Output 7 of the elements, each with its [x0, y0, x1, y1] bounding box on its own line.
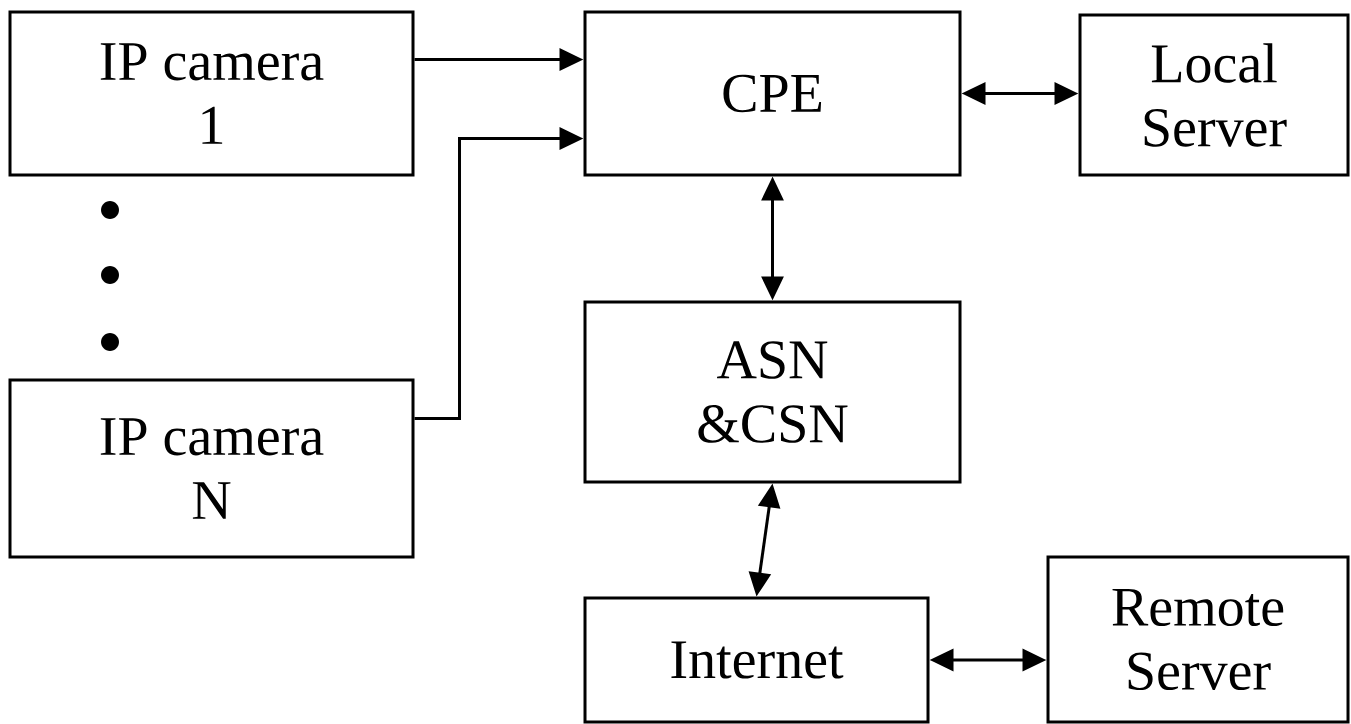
process-box: ASN &CSN	[583, 300, 962, 484]
process-box: Internet	[583, 596, 930, 724]
process-box: IP camera 1	[8, 10, 415, 177]
process-box: CPE	[583, 10, 962, 177]
process-box: IP camera N	[8, 378, 415, 559]
process-box: Remote Server	[1046, 555, 1350, 724]
process-box: Local Server	[1078, 13, 1350, 177]
